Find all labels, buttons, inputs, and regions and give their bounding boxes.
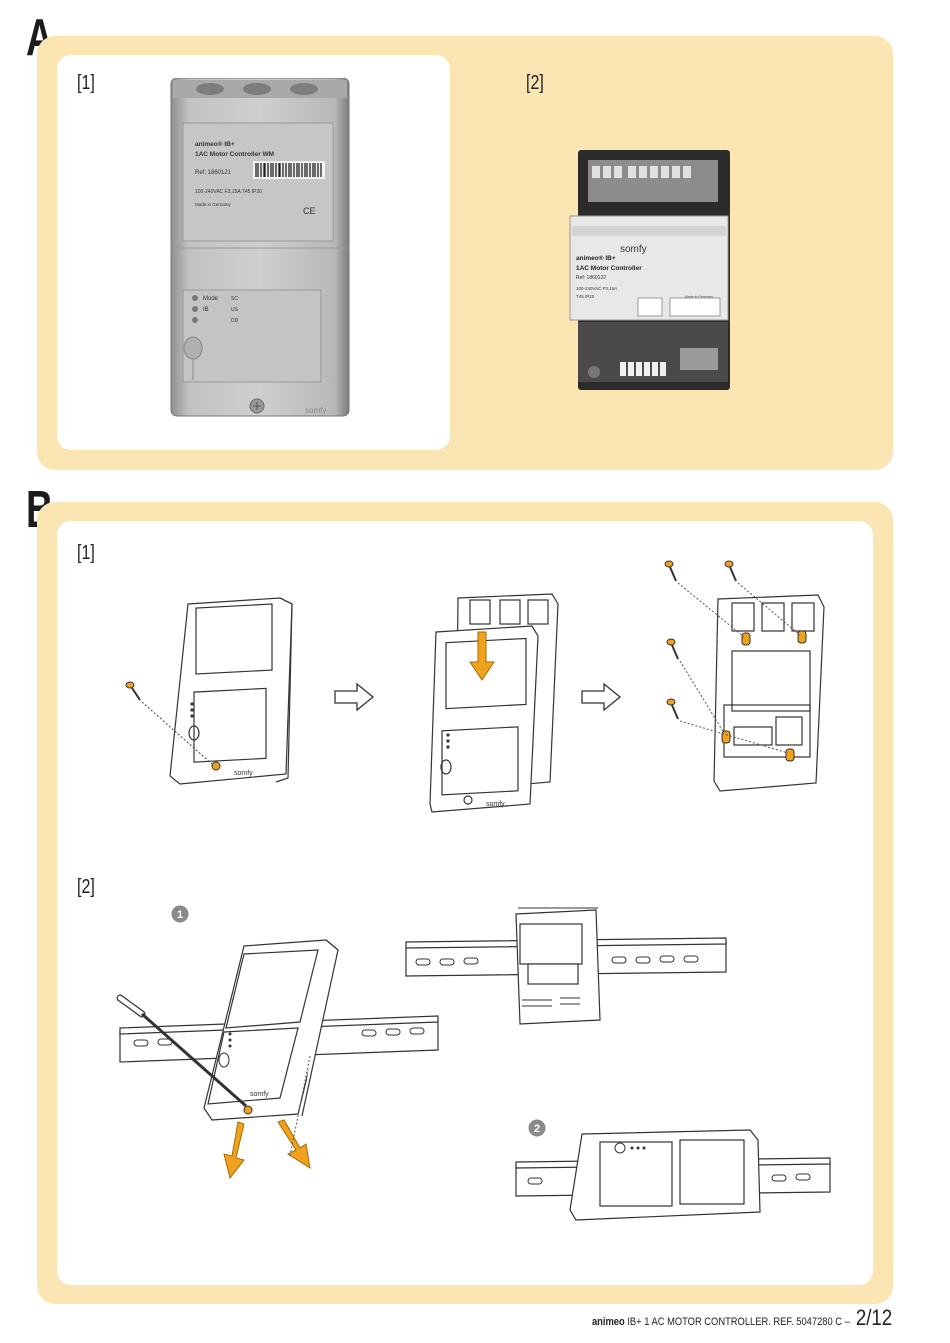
device-wm-ref: Ref: 1860121 [195,170,232,176]
section-a-label-2: [2] [526,72,544,94]
b1-step2-logo: somfy [486,801,505,808]
footer-brand: animeo [591,1316,625,1328]
led-ib-label: IB [203,307,209,313]
b1-closed-device-drawing: somfy [125,597,293,785]
housing-screw-icon [211,761,221,771]
step-2-marker: 2 [528,1119,546,1137]
device-wm-model: 1AC Motor Controller WM [195,151,274,158]
led-ib-icon [192,306,198,312]
device-open-model: 1AC Motor Controller [576,265,642,272]
device-open-ref: Ref: 1860122 [576,275,606,281]
device-open-logo: somfy [620,244,647,255]
led-dd-icon [192,317,198,323]
device-open-made-in: Made in Germany [685,295,713,299]
led-mode-label: Mode [203,296,219,302]
page-footer: animeo IB+ 1 AC MOTOR CONTROLLER. REF. 5… [592,1305,892,1331]
pull-away-arrow-icon [277,1119,311,1170]
section-b-label-1: [1] [77,542,95,564]
led-us-label: US [231,307,239,313]
device-wm-made-in: Made in Germany [195,202,232,207]
device-wm-photo: animeo® IB+ 1AC Motor Controller WM Ref:… [170,78,350,417]
led-mode-icon [192,295,198,301]
b2-step1-logo: somfy [250,1091,269,1098]
device-wm-brand: animeo® IB+ [195,140,235,148]
ce-mark-icon: CE [303,206,316,216]
b2-remove-from-rail-drawing: somfy [116,939,439,1180]
reset-button-icon [183,336,203,360]
page-number: 2/12 [855,1305,892,1330]
b2-mounted-horizontal-drawing [515,1129,831,1221]
step-2-number: 2 [534,1123,540,1135]
barcode-icon [253,161,325,179]
led-dd-label: DD [231,318,239,324]
b1-open-device-drawing [664,560,825,792]
b1-cover-slide-drawing: somfy [429,593,559,813]
section-b-label-2: [2] [77,876,95,898]
slide-down-arrow-icon [469,631,495,681]
device-open-photo: somfy animeo® IB+ 1AC Motor Controller R… [569,150,730,390]
removed-screws-icon [664,560,737,720]
pull-down-arrow-icon [223,1121,245,1180]
b2-device-on-rail-drawing [405,907,727,1025]
device-wm-spec: 100-240VAC F3,15A T45 IP20 [195,189,262,195]
device-open-brand: animeo® IB+ [576,254,616,262]
step-1-number: 1 [177,909,183,921]
device-wm-logo: somfy [305,406,326,415]
loose-screw-icon [125,681,141,701]
led-sc-label: SC [231,296,238,302]
b1-step1-logo: somfy [234,770,253,777]
step-arrow-2-icon [581,682,622,712]
device-open-spec: 100-240VAC F3,15A [576,286,617,291]
footer-text: IB+ 1 AC MOTOR CONTROLLER. REF. 5047280 … [624,1316,853,1328]
section-a-label-1: [1] [77,72,95,94]
screwdriver-icon [116,994,247,1108]
step-arrow-1-icon [334,682,375,712]
step-1-marker: 1 [171,905,189,923]
device-open-spec2: T45 IP20 [576,294,595,299]
